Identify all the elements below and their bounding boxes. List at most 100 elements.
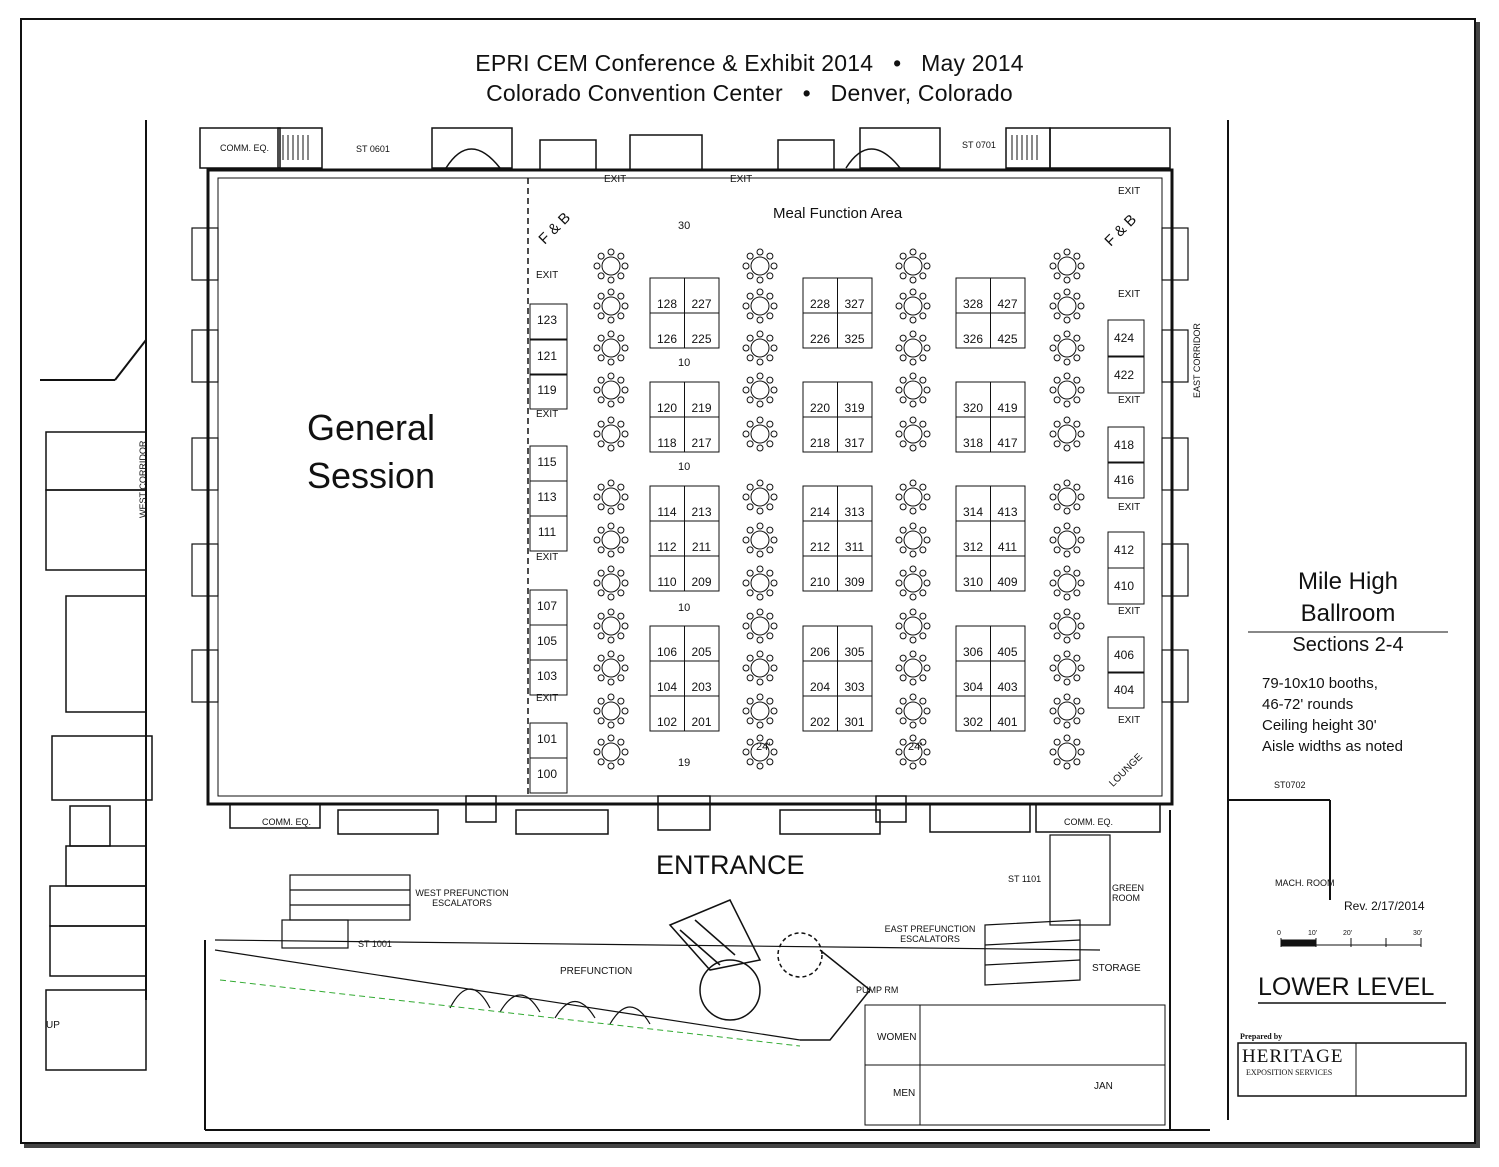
table-chair xyxy=(607,636,615,644)
table-chair xyxy=(617,654,625,662)
table-chair xyxy=(597,758,605,766)
table-chair xyxy=(1063,550,1071,558)
table-chair xyxy=(1063,762,1071,770)
table-chair xyxy=(919,697,927,705)
round-table xyxy=(903,487,923,507)
table-chair xyxy=(899,440,907,448)
table-chair xyxy=(756,678,764,686)
table-chair xyxy=(1053,546,1061,554)
left-rooms xyxy=(45,431,153,1071)
table-chair xyxy=(895,748,903,756)
table-chair xyxy=(1063,416,1071,424)
table-chair xyxy=(919,483,927,491)
header-line-1: EPRI CEM Conference & Exhibit 2014 • May… xyxy=(475,50,1024,76)
table-chair xyxy=(895,262,903,270)
booth-328: 328 xyxy=(962,297,984,311)
booth-201: 201 xyxy=(691,715,712,729)
round-table xyxy=(903,701,923,721)
exit-label: EXIT xyxy=(536,409,559,420)
round-table xyxy=(601,573,621,593)
exit-label: EXIT xyxy=(1118,715,1141,726)
legend-notes: 79-10x10 booths, 46-72' rounds Ceiling h… xyxy=(1262,675,1403,755)
table-chair xyxy=(766,503,774,511)
aisle-width-label: 24' xyxy=(908,741,923,753)
table-chair xyxy=(607,734,615,742)
prefunction-label: PREFUNCTION xyxy=(560,966,633,977)
table-chair xyxy=(617,589,625,597)
table-chair xyxy=(909,372,917,380)
table-chair xyxy=(899,589,907,597)
table-chair xyxy=(756,693,764,701)
table-chair xyxy=(909,316,917,324)
table-chair xyxy=(593,262,601,270)
table-chair xyxy=(746,420,754,428)
booth-305: 305 xyxy=(844,645,865,659)
table-chair xyxy=(909,550,917,558)
table-chair xyxy=(919,420,927,428)
booth-310: 310 xyxy=(962,575,984,589)
booth-219: 219 xyxy=(691,401,712,415)
table-chair xyxy=(766,697,774,705)
table-chair xyxy=(909,734,917,742)
table-chair xyxy=(923,748,931,756)
table-chair xyxy=(756,400,764,408)
table-chair xyxy=(1073,483,1081,491)
table-chair xyxy=(919,376,927,384)
table-chair xyxy=(895,664,903,672)
table-chair xyxy=(746,697,754,705)
table-chair xyxy=(899,483,907,491)
booth-cell xyxy=(837,555,873,592)
table-chair xyxy=(1077,622,1085,630)
round-table xyxy=(903,573,923,593)
table-chair xyxy=(746,292,754,300)
table-chair xyxy=(1063,650,1071,658)
booth-119: 119 xyxy=(537,383,557,397)
table-chair xyxy=(1053,589,1061,597)
round-table xyxy=(903,742,923,762)
table-chair xyxy=(756,522,764,530)
table-chair xyxy=(1073,569,1081,577)
table-chair xyxy=(617,674,625,682)
table-chair xyxy=(1073,612,1081,620)
table-chair xyxy=(899,758,907,766)
table-chair xyxy=(617,312,625,320)
table-chair xyxy=(756,565,764,573)
table-chair xyxy=(742,579,750,587)
table-chair xyxy=(756,721,764,729)
st1001-label: ST 1001 xyxy=(358,939,392,949)
table-chair xyxy=(909,400,917,408)
table-chair xyxy=(756,636,764,644)
table-chair xyxy=(746,503,754,511)
table-chair xyxy=(1077,493,1085,501)
table-chair xyxy=(766,612,774,620)
round-table xyxy=(750,424,770,444)
table-chair xyxy=(1073,758,1081,766)
table-chair xyxy=(1053,632,1061,640)
booth-214: 214 xyxy=(809,505,831,519)
storage-label: STORAGE xyxy=(1092,963,1141,974)
table-chair xyxy=(607,358,615,366)
table-chair xyxy=(766,589,774,597)
table-chair xyxy=(919,758,927,766)
table-chair xyxy=(895,430,903,438)
table-chair xyxy=(899,632,907,640)
table-chair xyxy=(621,707,629,715)
booth-111: 111 xyxy=(537,525,557,539)
table-chair xyxy=(756,276,764,284)
booth-212: 212 xyxy=(809,540,831,554)
round-table xyxy=(750,530,770,550)
booth-202: 202 xyxy=(809,715,831,729)
table-chair xyxy=(909,358,917,366)
table-chair xyxy=(770,664,778,672)
booth-220: 220 xyxy=(809,401,831,415)
west-corridor-label: WEST CORRIDOR xyxy=(138,440,148,518)
table-chair xyxy=(919,272,927,280)
table-chair xyxy=(895,536,903,544)
booth-cell xyxy=(684,312,720,349)
table-chair xyxy=(746,312,754,320)
st0702-label: ST0702 xyxy=(1274,780,1306,790)
exit-label: EXIT xyxy=(1118,186,1141,197)
round-table xyxy=(1057,616,1077,636)
table-chair xyxy=(919,312,927,320)
table-chair xyxy=(899,546,907,554)
